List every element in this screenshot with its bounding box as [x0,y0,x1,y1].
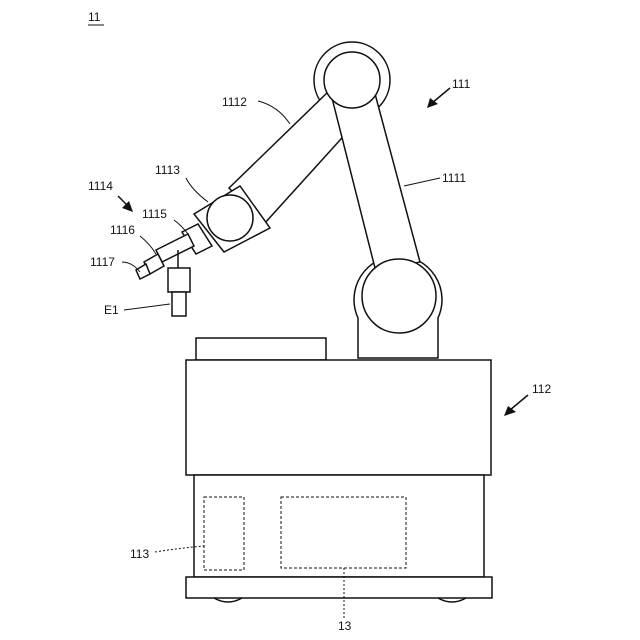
base-top-plate [196,338,326,360]
base-lower-body [194,475,484,577]
base-unit [186,338,492,602]
label-arm: 111 [452,77,471,91]
leader-end-effector [124,304,170,310]
label-unit: 13 [338,619,352,633]
arrow-arm-line [432,88,450,103]
label-hand-part-2: 1116 [110,223,135,237]
label-hand: 1114 [88,179,113,193]
arrow-base-head [504,406,516,416]
shoulder-joint [362,259,436,333]
base-plate [186,577,492,598]
label-controller: 113 [130,547,149,561]
arrow-base-line [510,395,528,410]
figure-number: 11 [88,10,101,24]
upper-link [332,90,420,272]
elbow-joint [324,52,380,108]
label-base: 112 [532,382,551,396]
leader-hand-part-1 [174,220,188,234]
leader-wrist-joint [186,178,208,202]
label-wrist-joint: 1113 [155,163,180,177]
label-hand-part-1: 1115 [142,207,167,221]
label-fore-link: 1112 [222,95,247,109]
base-upper-body [186,360,491,475]
hand-part-2 [156,234,194,262]
robot-arm [136,42,442,358]
leader-hand-part-2 [140,236,156,254]
label-upper-link: 1111 [442,171,466,185]
label-hand-part-3: 1117 [90,255,115,269]
leader-fore-link [258,101,290,124]
wrist-joint [207,195,253,241]
end-effector-block [168,268,190,292]
end-effector-shaft [172,292,186,316]
leader-upper-link [404,178,440,186]
label-end-effector: E1 [104,303,119,317]
